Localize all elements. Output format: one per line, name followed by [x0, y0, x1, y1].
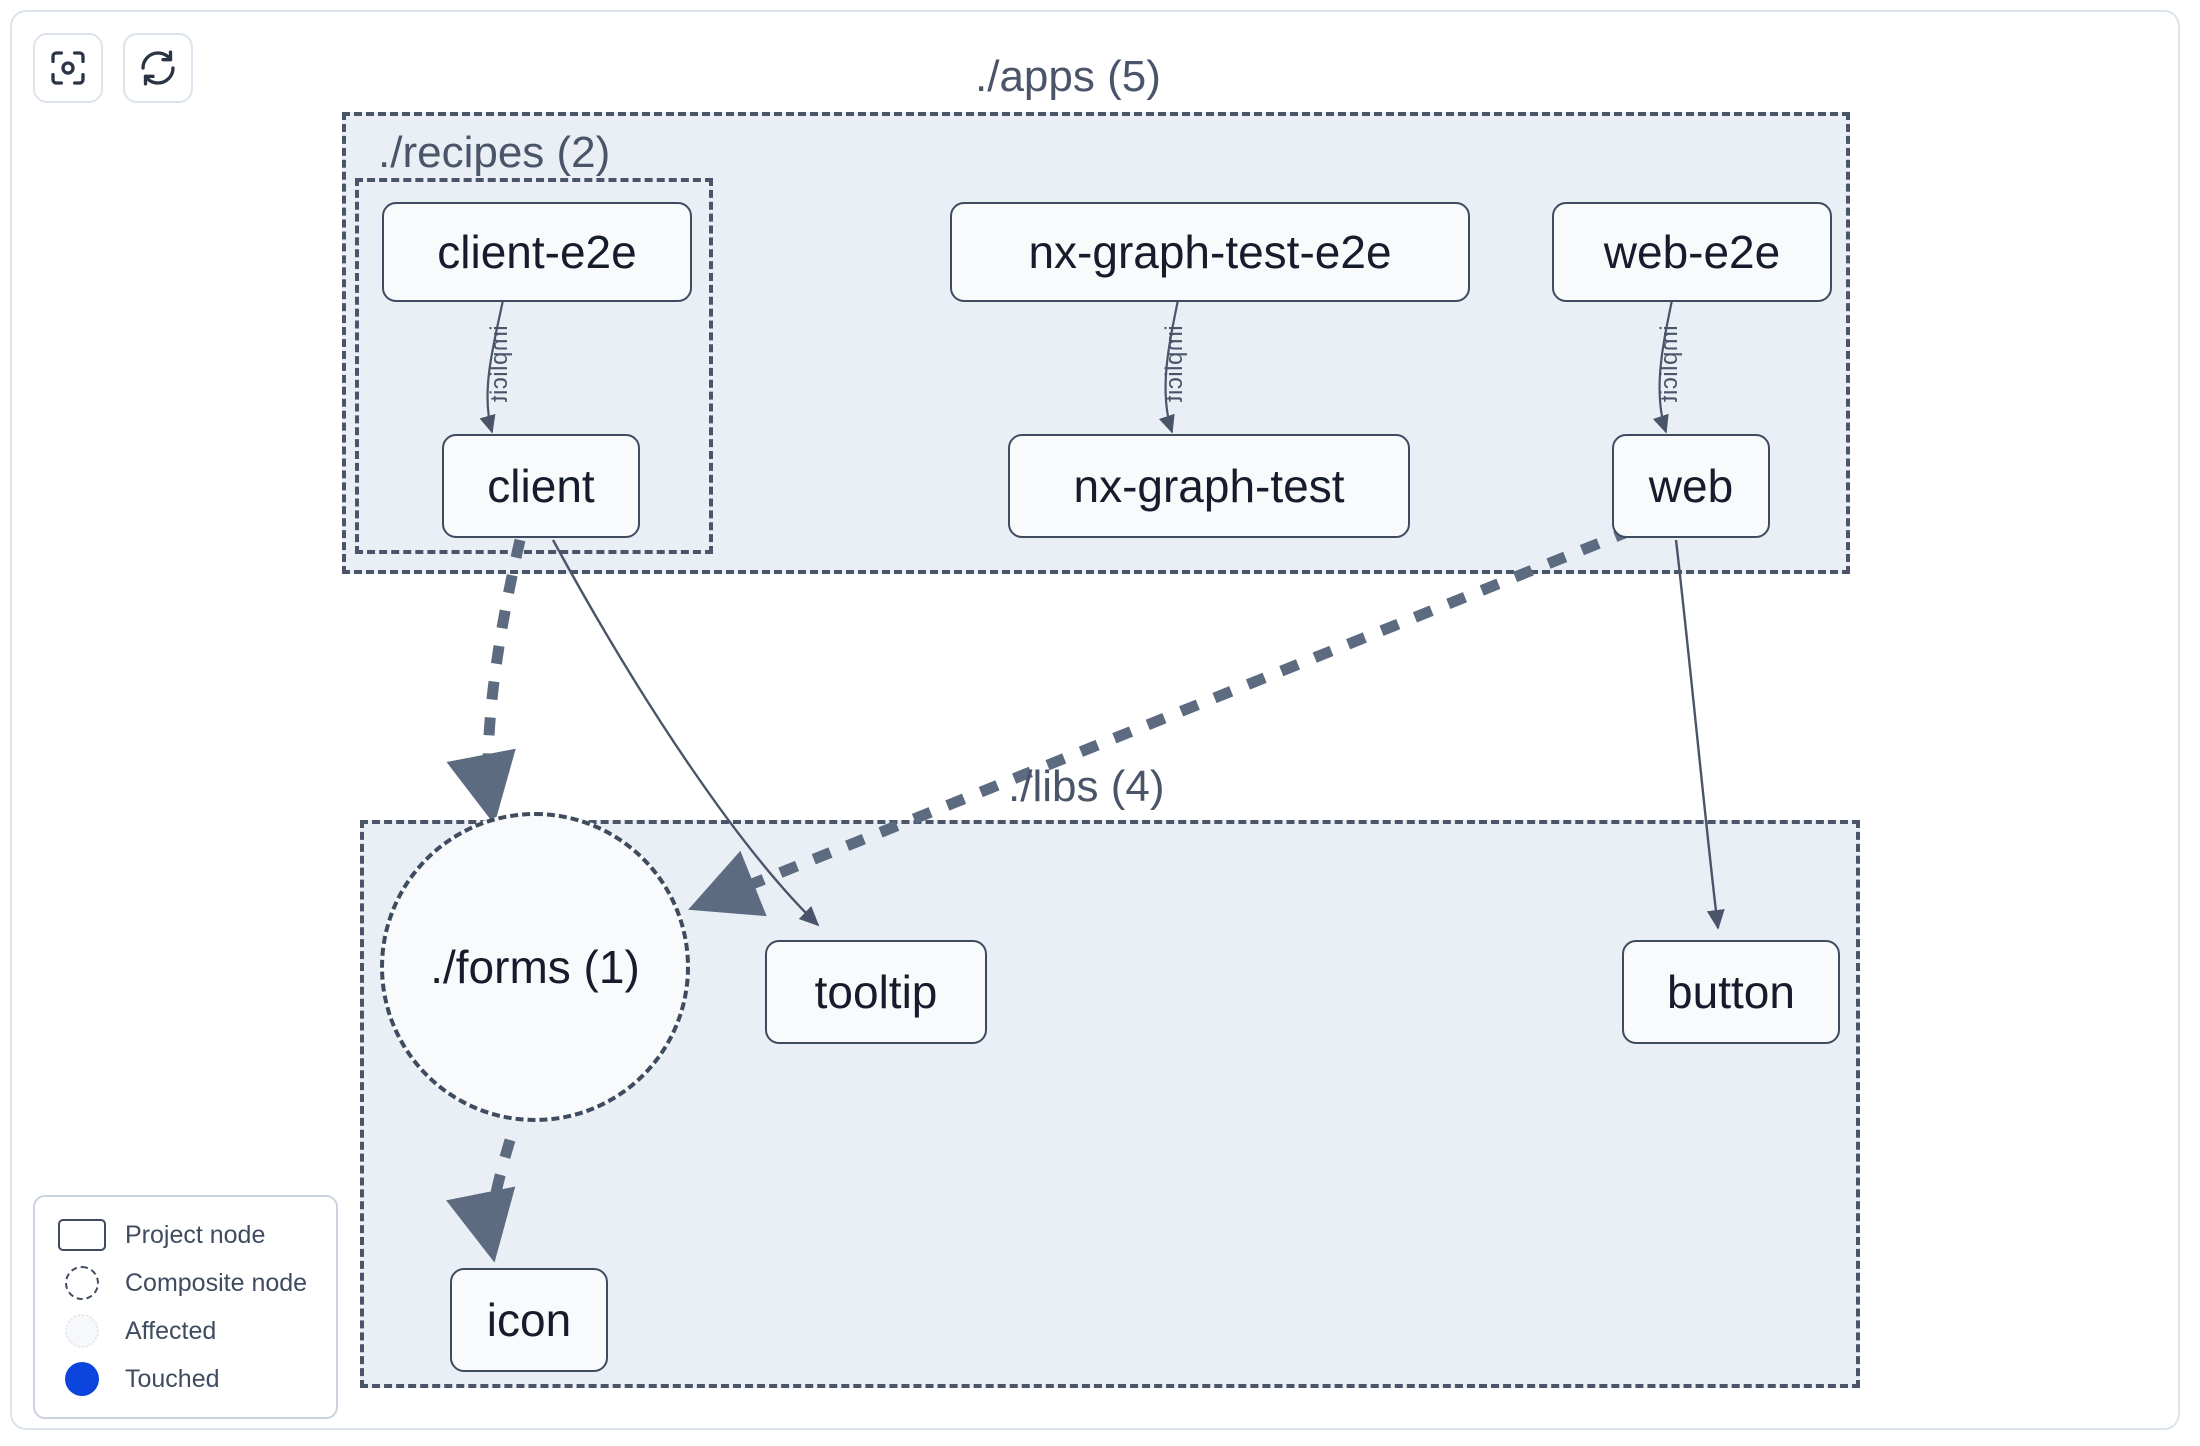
- group-label-apps: ./apps (5): [975, 52, 1161, 101]
- node-label-tooltip: tooltip: [814, 966, 938, 1018]
- edge-nx-graph-test-e2e-to-nx-graph-test: [1158, 299, 1180, 434]
- node-tooltip[interactable]: tooltip: [765, 940, 987, 1044]
- node-label-button: button: [1667, 966, 1795, 1018]
- affected-swatch-icon: [53, 1314, 111, 1348]
- edge-web-to-forms: [688, 524, 1635, 917]
- group-label-recipes: ./recipes (2): [378, 128, 611, 177]
- refresh-graph-button[interactable]: [123, 33, 193, 103]
- graph-legend: Project node Composite node Affected Tou…: [33, 1195, 338, 1419]
- node-label-nx-graph-test: nx-graph-test: [1073, 460, 1345, 512]
- edge-web-to-button: [1674, 539, 1725, 930]
- legend-label-composite-node: Composite node: [125, 1268, 308, 1297]
- node-forms[interactable]: ./forms (1): [380, 812, 690, 1122]
- refresh-icon: [138, 48, 178, 88]
- edge-label-client-e2e-implicit: implicit: [486, 325, 513, 403]
- legend-label-touched: Touched: [125, 1364, 220, 1393]
- legend-item-affected: Affected: [53, 1307, 318, 1355]
- edge-web-e2e-to-web: [1652, 299, 1674, 434]
- legend-label-affected: Affected: [125, 1316, 217, 1345]
- touched-swatch-icon: [53, 1362, 111, 1396]
- node-label-web-e2e: web-e2e: [1603, 226, 1781, 278]
- edge-client-e2e-to-client: [479, 299, 505, 434]
- group-label-libs: ./libs (4): [1008, 762, 1165, 811]
- edge-client-to-tooltip: [551, 539, 820, 927]
- node-label-web: web: [1648, 460, 1734, 512]
- node-label-nx-graph-test-e2e: nx-graph-test-e2e: [1028, 226, 1392, 278]
- node-label-client-e2e: client-e2e: [437, 226, 637, 278]
- node-client-e2e[interactable]: client-e2e: [382, 202, 692, 302]
- node-web[interactable]: web: [1612, 434, 1770, 538]
- composite-node-swatch-icon: [53, 1266, 111, 1300]
- node-client[interactable]: client: [442, 434, 640, 538]
- legend-item-project-node: Project node: [53, 1211, 318, 1259]
- edge-label-nx-graph-test-e2e-implicit: implicit: [1161, 325, 1188, 403]
- legend-item-touched: Touched: [53, 1355, 318, 1403]
- project-node-swatch-icon: [53, 1219, 111, 1251]
- node-nx-graph-test-e2e[interactable]: nx-graph-test-e2e: [950, 202, 1470, 302]
- node-button[interactable]: button: [1622, 940, 1840, 1044]
- edge-client-to-forms: [446, 538, 526, 825]
- node-web-e2e[interactable]: web-e2e: [1552, 202, 1832, 302]
- node-icon[interactable]: icon: [450, 1268, 608, 1372]
- graph-toolbar: [33, 33, 193, 103]
- legend-label-project-node: Project node: [125, 1220, 266, 1249]
- edge-forms-to-icon: [446, 1138, 516, 1263]
- edge-label-web-e2e-implicit: implicit: [1656, 325, 1683, 403]
- focus-graph-button[interactable]: [33, 33, 103, 103]
- node-label-client: client: [487, 460, 595, 512]
- node-nx-graph-test[interactable]: nx-graph-test: [1008, 434, 1410, 538]
- node-label-forms: ./forms (1): [430, 941, 640, 993]
- node-label-icon: icon: [486, 1294, 572, 1346]
- legend-item-composite-node: Composite node: [53, 1259, 318, 1307]
- focus-scan-icon: [48, 48, 88, 88]
